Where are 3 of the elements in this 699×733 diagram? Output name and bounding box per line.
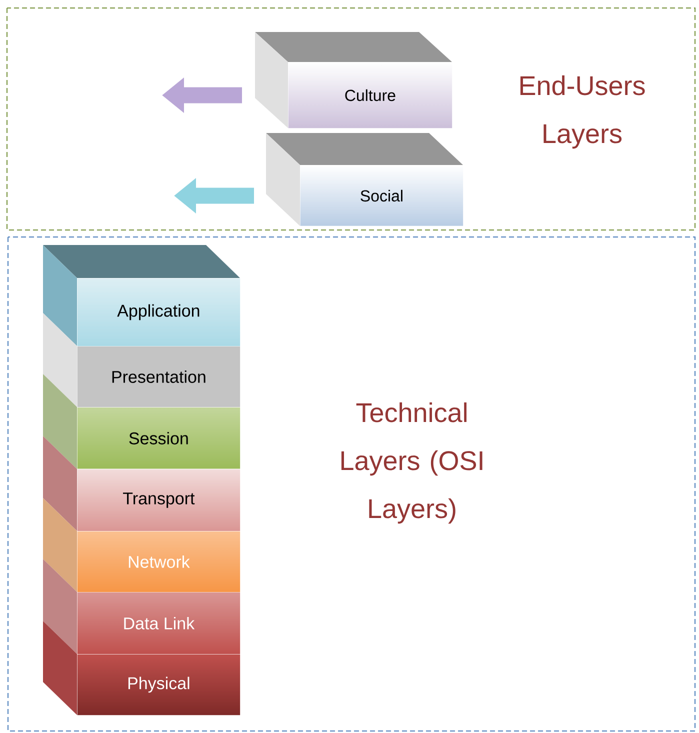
block: Culture bbox=[255, 32, 452, 128]
block: Social bbox=[266, 133, 464, 226]
osi-layer-block: Application bbox=[43, 245, 240, 346]
